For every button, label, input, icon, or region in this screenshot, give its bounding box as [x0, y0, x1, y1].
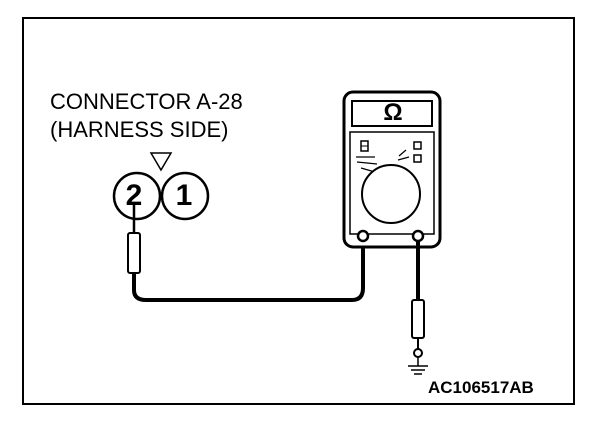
pin-1-label: 1	[175, 179, 193, 212]
ground-icon	[408, 357, 428, 375]
figure-frame	[22, 17, 575, 405]
connector-name-label: CONNECTOR A-28	[50, 89, 243, 114]
figure-code-label: AC106517AB	[428, 378, 534, 397]
probe-icon	[411, 299, 425, 358]
ohm-symbol-label: Ω	[383, 99, 403, 126]
indicator-triangle-icon	[149, 152, 173, 172]
connector-side-label: (HARNESS SIDE)	[50, 117, 229, 142]
connector-icon	[112, 171, 210, 221]
test-lead-wire	[132, 238, 365, 302]
ohmmeter-icon	[342, 90, 442, 249]
pin-2-label: 2	[125, 179, 143, 212]
